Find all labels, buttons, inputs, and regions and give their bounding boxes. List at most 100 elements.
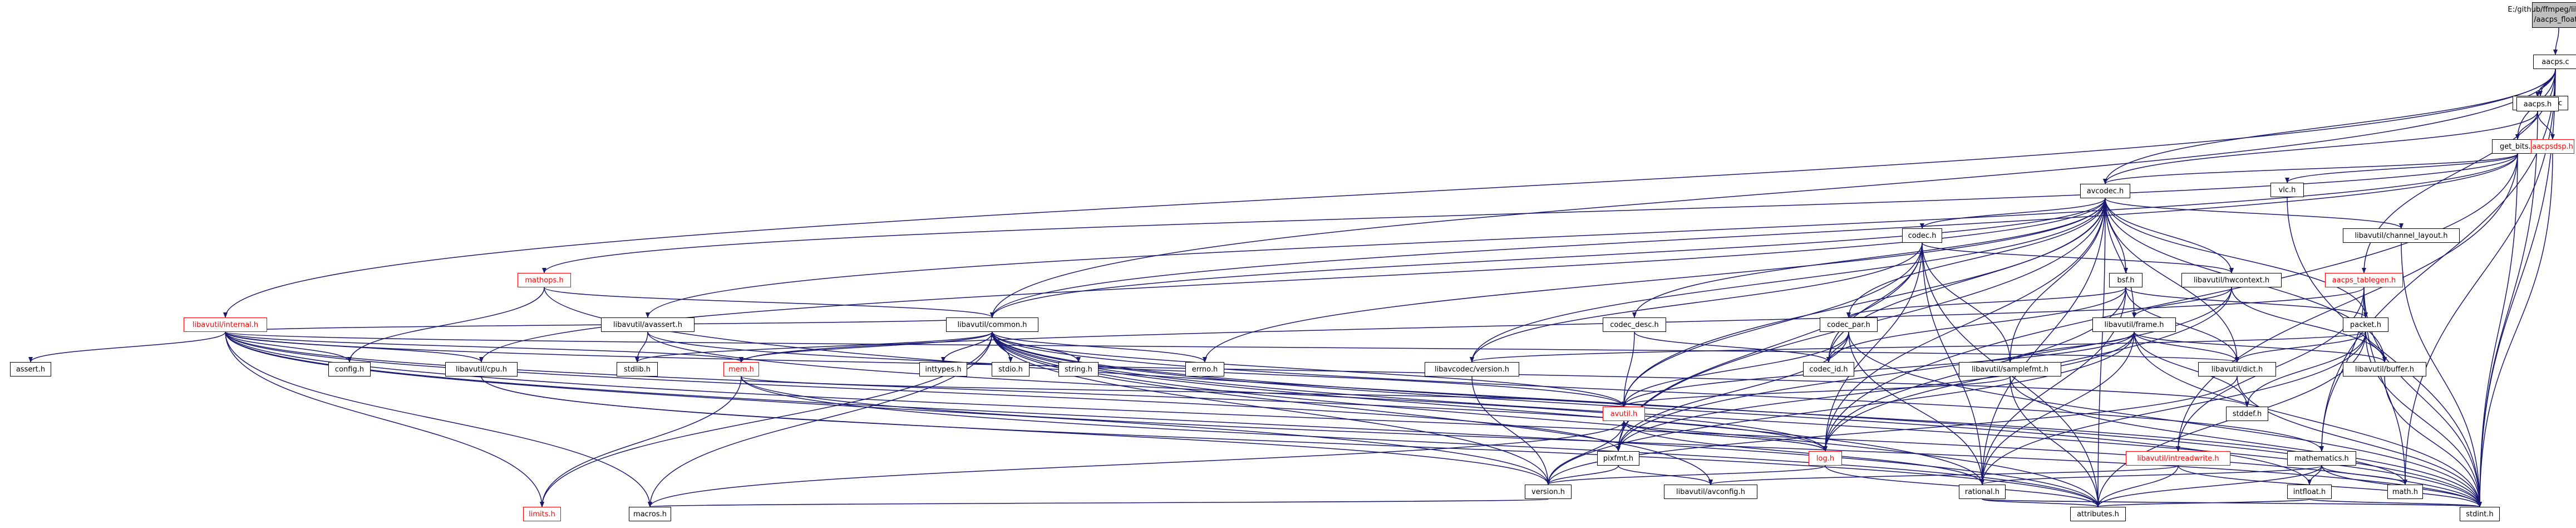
node-libavutil-avassert-h[interactable]: libavutil/avassert.h: [601, 317, 695, 332]
edge-get_bits_h-common_h: [990, 153, 2518, 318]
edge-intreadwrite_h-avconfig_h: [1708, 465, 2179, 485]
edge-get_bits_h-avassert_h: [646, 153, 2518, 318]
node-packet-h[interactable]: packet.h: [2343, 317, 2388, 332]
node-attributes-h[interactable]: attributes.h: [2070, 507, 2126, 521]
edge-internal_h-stdint_h: [225, 331, 2482, 507]
edge-get_bits_h-intreadwrite_h: [2176, 153, 2518, 452]
node-libavutil-frame-h[interactable]: libavutil/frame.h: [2092, 317, 2176, 332]
edge-log_h-avutil_h: [1622, 421, 1826, 452]
edge-mathematics_h-attributes_h: [2096, 465, 2322, 507]
edge-hwcontext_h-pixfmt_h: [1616, 287, 2232, 452]
edge-avcodec_h-hwcontext_h: [2105, 198, 2234, 273]
edge-aacps_c-avcodec_h: [2103, 69, 2556, 184]
node-errno-h[interactable]: errno.h: [1185, 362, 1224, 377]
edge-frame_h-pixfmt_h: [1616, 331, 2135, 452]
node-libavutil-dict-h[interactable]: libavutil/dict.h: [2198, 362, 2276, 377]
node-stdlib-h[interactable]: stdlib.h: [617, 362, 658, 377]
edge-codec_par_h-stdint_h: [1848, 331, 2482, 507]
edge-samplefmt_h-attributes_h: [2009, 376, 2100, 507]
edge-internal_h-macros_h: [225, 331, 652, 507]
edge-common_h-version_h: [992, 331, 1550, 485]
node-rational-h[interactable]: rational.h: [1959, 485, 2006, 499]
node-libavutil-common-h[interactable]: libavutil/common.h: [946, 317, 1038, 332]
node-avcodec-h[interactable]: avcodec.h: [2080, 184, 2130, 198]
edge-aacpsdsp_h-stdint_h: [2478, 153, 2553, 507]
node-mathematics-h[interactable]: mathematics.h: [2287, 451, 2356, 466]
edge-codec_h-avcodec_version_h: [1470, 242, 1923, 363]
edge-avassert_h-stdlib_h: [635, 331, 648, 363]
node-stddef-h[interactable]: stddef.h: [2226, 407, 2268, 421]
node-limits-h[interactable]: limits.h: [523, 507, 561, 521]
node-config-h[interactable]: config.h: [328, 362, 371, 377]
edge-codec_desc_h-avutil_h: [1622, 331, 1635, 407]
edge-common_h-errno_h: [992, 331, 1207, 363]
node-libavutil-avconfig-h[interactable]: libavutil/avconfig.h: [1664, 485, 1757, 499]
node-inttypes-h[interactable]: inttypes.h: [919, 362, 967, 377]
node-macros-h[interactable]: macros.h: [629, 507, 671, 521]
node-codec-h[interactable]: codec.h: [1902, 228, 1942, 243]
edge-mathematics_h-rational_h: [1980, 465, 2322, 485]
node-vlc-h[interactable]: vlc.h: [2270, 183, 2304, 197]
node-codec-id-h[interactable]: codec_id.h: [1803, 362, 1854, 377]
edge-cpu_h-attributes_h: [481, 376, 2100, 507]
edge-intfloat_h-attributes_h: [2096, 498, 2310, 507]
edge-avcodec_h-dict_h: [2105, 198, 2239, 363]
edge-samplefmt_h-avutil_h: [1622, 376, 2011, 407]
edge-frame_h-version_h: [1546, 331, 2135, 485]
node-math-h[interactable]: math.h: [2387, 485, 2423, 499]
node-bsf-h[interactable]: bsf.h: [2109, 273, 2142, 287]
edge-packet_h-avcodec_version_h: [1470, 331, 2366, 363]
edge-avcodec_version_h-version_h: [1471, 376, 1550, 485]
node-aacps-tablegen-h[interactable]: aacps_tablegen.h: [2325, 273, 2403, 287]
node-aacps-h[interactable]: aacps.h: [2516, 97, 2559, 111]
edge-mathematics_h-math_h: [2321, 465, 2407, 485]
node-libavutil-cpu-h[interactable]: libavutil/cpu.h: [445, 362, 518, 377]
edge-packet_h-stdint_h: [2365, 331, 2482, 507]
edge-avcodec_h-log_h: [1823, 198, 2106, 452]
node-avutil-h[interactable]: avutil.h: [1603, 407, 1645, 421]
edge-common_h-rational_h: [992, 331, 1984, 485]
node-libavutil-intreadwrite-h[interactable]: libavutil/intreadwrite.h: [2126, 451, 2230, 466]
edge-aacps_h-aacpsdsp_h: [2537, 111, 2555, 140]
node-log-h[interactable]: log.h: [1809, 451, 1842, 466]
node-version-h[interactable]: version.h: [1525, 485, 1572, 499]
node-codec-par-h[interactable]: codec_par.h: [1820, 317, 1878, 332]
node-libavutil-channel-layout-h[interactable]: libavutil/channel_layout.h: [2343, 228, 2460, 243]
node-intfloat-h[interactable]: intfloat.h: [2287, 485, 2332, 499]
node-libavutil-hwcontext-h[interactable]: libavutil/hwcontext.h: [2181, 273, 2282, 287]
edge-internal_h-version_h: [225, 331, 1550, 485]
node-string-h[interactable]: string.h: [1058, 362, 1099, 377]
node-libavutil-buffer-h[interactable]: libavutil/buffer.h: [2343, 362, 2426, 377]
edge-version_h-macros_h: [649, 498, 1549, 507]
edge-codec_par_h-codec_id_h: [1826, 331, 1849, 363]
edge-pixfmt_h-avconfig_h: [1618, 465, 1713, 485]
edge-codec_par_h-rational_h: [1848, 331, 1984, 485]
edge-frame_h-avutil_h: [1622, 331, 2135, 407]
edge-common_h-inttypes_h: [941, 331, 993, 363]
node-codec-desc-h[interactable]: codec_desc.h: [1603, 317, 1666, 332]
node-pixfmt-h[interactable]: pixfmt.h: [1597, 451, 1639, 466]
node-aacpsdsp-h[interactable]: aacpsdsp.h: [2531, 139, 2574, 154]
node-mathops-h[interactable]: mathops.h: [518, 273, 571, 287]
edge-avcodec_h-errno_h: [1203, 198, 2106, 363]
node-stdint-h[interactable]: stdint.h: [2460, 507, 2500, 521]
node-stdio-h[interactable]: stdio.h: [992, 362, 1030, 377]
edge-frame_h-stdint_h: [2134, 331, 2482, 507]
node-aacps-c[interactable]: aacps.c: [2533, 55, 2576, 69]
edge-avcodec_h-frame_h: [2105, 198, 2136, 318]
node-mem-h[interactable]: mem.h: [723, 362, 759, 377]
node-libavcodec-version-h[interactable]: libavcodec/version.h: [1425, 362, 1519, 377]
edge-packet_h-buffer_h: [2365, 331, 2387, 363]
edge-internal_h-bmits_h: [225, 331, 544, 507]
node-libavutil-internal-h[interactable]: libavutil/internal.h: [184, 317, 267, 332]
edge-avutil_h-rational_h: [1623, 421, 1984, 485]
edge-aacps_c-internal_h: [223, 69, 2556, 318]
edge-internal_h-dict_h: [225, 331, 2239, 363]
edge-codec_h-samplefmt_h: [1922, 242, 2012, 363]
node-assert-h[interactable]: assert.h: [10, 362, 51, 377]
edge-common_h-avconfig_h: [992, 331, 1713, 485]
node-libavutil-samplefmt-h[interactable]: libavutil/samplefmt.h: [1959, 362, 2061, 377]
edge-hwcontext_h-frame_h: [2132, 287, 2232, 318]
